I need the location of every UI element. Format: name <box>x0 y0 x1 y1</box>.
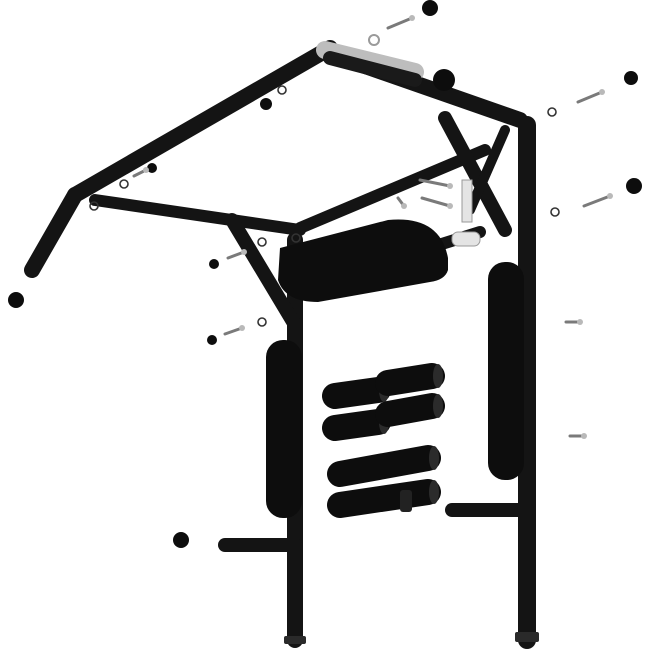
bolt-head-11 <box>143 167 149 173</box>
top-grip-handle <box>316 34 424 87</box>
washer-4 <box>257 237 267 247</box>
bolt-head-1 <box>409 15 415 21</box>
end-caps <box>8 0 642 548</box>
foam-roller-pads <box>322 363 445 518</box>
bolt-head-10 <box>401 203 407 209</box>
end-cap-9 <box>209 259 219 269</box>
middle-crossbar <box>294 144 491 234</box>
bolt-6 <box>223 326 244 336</box>
mounting-bracket <box>451 179 481 247</box>
end-cap-1 <box>422 0 438 16</box>
end-cap-3 <box>624 71 638 85</box>
top-bar-left <box>24 187 83 278</box>
foam-roller-5 <box>327 445 441 487</box>
right-brace-short <box>465 125 510 215</box>
foam-roller-end-5 <box>429 446 439 470</box>
left-brace <box>225 213 302 332</box>
bolt-1 <box>386 16 414 30</box>
bolt-head-2 <box>599 89 605 95</box>
foam-roller-end-2 <box>433 364 443 388</box>
bolt-3 <box>582 194 612 208</box>
end-cap-4 <box>626 178 642 194</box>
feet <box>284 632 539 644</box>
bolt-head-6 <box>239 325 245 331</box>
bolt-head-7 <box>241 249 247 255</box>
left-arm-pad <box>266 340 302 518</box>
end-cap-10 <box>207 335 217 345</box>
bolt-head-4 <box>447 183 453 189</box>
hook-ring <box>368 34 380 46</box>
foam-roller-4 <box>375 393 445 427</box>
bolt-head-9 <box>581 433 587 439</box>
bolts-and-washers <box>89 15 613 439</box>
padded-backrest <box>278 219 448 302</box>
end-cap-2 <box>433 69 455 91</box>
right-foot <box>515 632 539 642</box>
end-cap-7 <box>260 98 272 110</box>
washer-1 <box>547 107 557 117</box>
bolt-2 <box>576 90 604 104</box>
foam-roller-1 <box>322 377 391 409</box>
foam-roller-end-6 <box>429 480 439 504</box>
foam-roller-2 <box>375 363 445 396</box>
roller-axle-bolt <box>400 490 412 512</box>
bolt-head-8 <box>577 319 583 325</box>
right-arm-pad <box>488 262 524 480</box>
washer-6 <box>89 201 99 211</box>
top-bar-front <box>67 40 338 203</box>
foam-roller-end-4 <box>433 394 443 418</box>
washer-2 <box>550 207 560 217</box>
bolt-head-3 <box>607 193 613 199</box>
bolt-head-5 <box>447 203 453 209</box>
right-brace <box>438 111 512 237</box>
end-cap-6 <box>173 532 189 548</box>
foam-roller-6 <box>327 479 441 518</box>
washer-8 <box>291 233 301 243</box>
washer-7 <box>277 85 287 95</box>
foam-roller-3 <box>322 409 391 441</box>
left-foot <box>284 636 306 644</box>
bolt-5 <box>420 196 452 208</box>
end-cap-8 <box>147 163 157 173</box>
rear-crossbar <box>89 194 306 236</box>
washer-3 <box>257 317 267 327</box>
bolt-4 <box>418 178 452 188</box>
washer-5 <box>119 179 129 189</box>
end-cap-5 <box>8 292 24 308</box>
